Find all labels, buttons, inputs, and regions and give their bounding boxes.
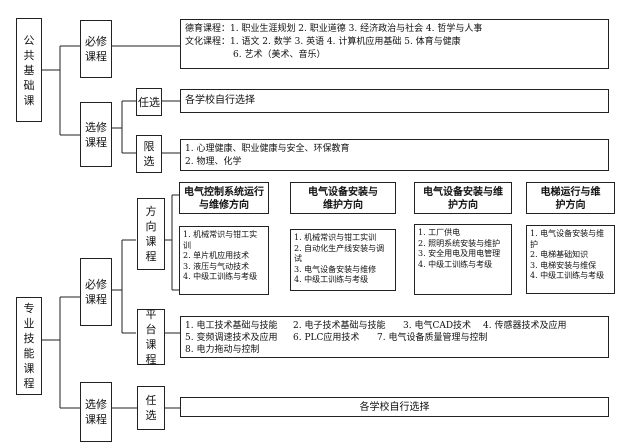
public-required-line2: 文化课程：1. 语文 2. 数学 3. 英语 4. 计算机应用基础 5. 体育与… bbox=[185, 37, 461, 47]
platform-item: 2. 电子技术基础与技能 bbox=[293, 321, 386, 331]
public-limited-box: 限选 bbox=[136, 135, 162, 173]
public-course-label: 公共基础课 bbox=[23, 33, 35, 107]
direction-col-1-list: 1. 机械常识与钳工实训 2. 单片机应用技术 3. 液压与气动技术 4. 中级… bbox=[179, 226, 269, 295]
public-required-content: 德育课程：1. 职业生涯规划 2. 职业道德 3. 经济政治与社会 4. 哲学与… bbox=[180, 19, 609, 69]
public-course-box: 公共基础课 bbox=[16, 18, 42, 122]
list-item: 4. 中级工训练与考级 bbox=[530, 271, 605, 280]
list-item: 1. 电气设备安装与维护 bbox=[530, 229, 605, 249]
professional-required-label: 必修课程 bbox=[85, 278, 107, 306]
list-item: 3. 安全用电及用电管理 bbox=[418, 249, 501, 258]
list-item: 4. 中级工训练与考级 bbox=[294, 275, 369, 284]
list-item: 4. 中级工训练与考级 bbox=[183, 272, 258, 281]
list-item: 2. 单片机应用技术 bbox=[183, 251, 250, 260]
direction-col-4-list: 1. 电气设备安装与维护 2. 电梯基础知识 3. 电梯安装与维保 4. 中级工… bbox=[526, 225, 615, 294]
professional-elective-box: 选修课程 bbox=[80, 382, 112, 442]
professional-elective-label: 选修课程 bbox=[85, 398, 107, 426]
list-item: 1. 工厂供电 bbox=[418, 228, 461, 237]
direction-col-2-title: 电气设备安装与维护方向 bbox=[308, 187, 378, 211]
public-limited-line1: 1. 心理健康、职业健康与安全、环保教育 bbox=[185, 144, 350, 154]
professional-free-content: 各学校自行选择 bbox=[180, 397, 609, 417]
direction-col-4-title-box: 电梯运行与维护方向 bbox=[526, 182, 615, 214]
professional-required-box: 必修课程 bbox=[80, 258, 112, 326]
public-required-line1: 德育课程：1. 职业生涯规划 2. 职业道德 3. 经济政治与社会 4. 哲学与… bbox=[185, 24, 483, 34]
public-elective-label: 选修课程 bbox=[85, 120, 107, 149]
platform-item: 8. 电力拖动与控制 bbox=[185, 345, 260, 355]
list-item: 1. 机械常识与钳工实训 bbox=[183, 230, 258, 250]
platform-item: 3. 电气CAD技术 bbox=[403, 321, 472, 331]
list-item: 2. 自动化生产线安装与调试 bbox=[294, 243, 385, 264]
list-item: 2. 照明系统安装与维护 bbox=[418, 238, 501, 248]
direction-course-box: 方向课程 bbox=[137, 198, 165, 270]
public-free-label: 任选 bbox=[138, 95, 160, 109]
direction-col-2-title-box: 电气设备安装与维护方向 bbox=[290, 182, 396, 214]
list-item: 3. 电气设备安装与维修 bbox=[294, 264, 377, 274]
public-required-box: 必修课程 bbox=[80, 20, 112, 78]
list-item: 1. 机械常识与钳工实训 bbox=[294, 233, 377, 242]
platform-course-label: 平台课程 bbox=[145, 308, 157, 366]
direction-col-3-title-box: 电气设备安装与维护方向 bbox=[414, 182, 512, 214]
professional-free-text: 各学校自行选择 bbox=[359, 402, 430, 413]
public-elective-box: 选修课程 bbox=[80, 102, 112, 167]
list-item: 4. 中级工训练与考级 bbox=[418, 259, 493, 269]
list-item: 3. 电梯安装与维保 bbox=[530, 260, 597, 270]
public-limited-content: 1. 心理健康、职业健康与安全、环保教育 2. 物理、化学 bbox=[180, 139, 609, 171]
platform-item: 5. 变频调速技术及应用 bbox=[185, 333, 278, 343]
direction-col-1-title-box: 电气控制系统运行与维修方向 bbox=[179, 182, 269, 214]
direction-col-4-title: 电梯运行与维护方向 bbox=[540, 187, 601, 211]
direction-col-3-list: 1. 工厂供电 2. 照明系统安装与维护 3. 安全用电及用电管理 4. 中级工… bbox=[414, 224, 512, 295]
direction-col-1-title: 电气控制系统运行与维修方向 bbox=[184, 187, 264, 211]
platform-item: 7. 电气设备质量管理与控制 bbox=[377, 333, 488, 343]
public-free-box: 任选 bbox=[136, 88, 162, 116]
list-item: 3. 液压与气动技术 bbox=[183, 261, 250, 271]
public-free-content: 各学校自行选择 bbox=[180, 89, 609, 113]
platform-course-box: 平台课程 bbox=[137, 308, 165, 366]
list-item: 2. 电梯基础知识 bbox=[530, 250, 589, 259]
public-limited-line2: 2. 物理、化学 bbox=[185, 157, 242, 167]
professional-course-label: 专业技能课程 bbox=[23, 302, 35, 390]
direction-course-label: 方向课程 bbox=[145, 205, 157, 263]
professional-free-label: 任选 bbox=[145, 394, 157, 422]
public-limited-label: 限选 bbox=[143, 140, 155, 168]
professional-course-box: 专业技能课程 bbox=[16, 297, 42, 395]
platform-item: 6. PLC应用技术 bbox=[293, 333, 360, 343]
direction-col-2-list: 1. 机械常识与钳工实训 2. 自动化生产线安装与调试 3. 电气设备安装与维修… bbox=[290, 229, 396, 291]
public-free-text: 各学校自行选择 bbox=[185, 95, 255, 106]
public-required-line3: 6. 艺术（美术、音乐） bbox=[233, 50, 326, 60]
direction-col-3-title: 电气设备安装与维护方向 bbox=[423, 187, 503, 211]
platform-content: 1. 电工技术基础与技能 2. 电子技术基础与技能 3. 电气CAD技术 4. … bbox=[180, 316, 609, 358]
public-required-label: 必修课程 bbox=[85, 35, 107, 63]
platform-item: 1. 电工技术基础与技能 bbox=[185, 321, 278, 331]
professional-free-box: 任选 bbox=[137, 386, 165, 430]
platform-item: 4. 传感器技术及应用 bbox=[483, 321, 567, 331]
